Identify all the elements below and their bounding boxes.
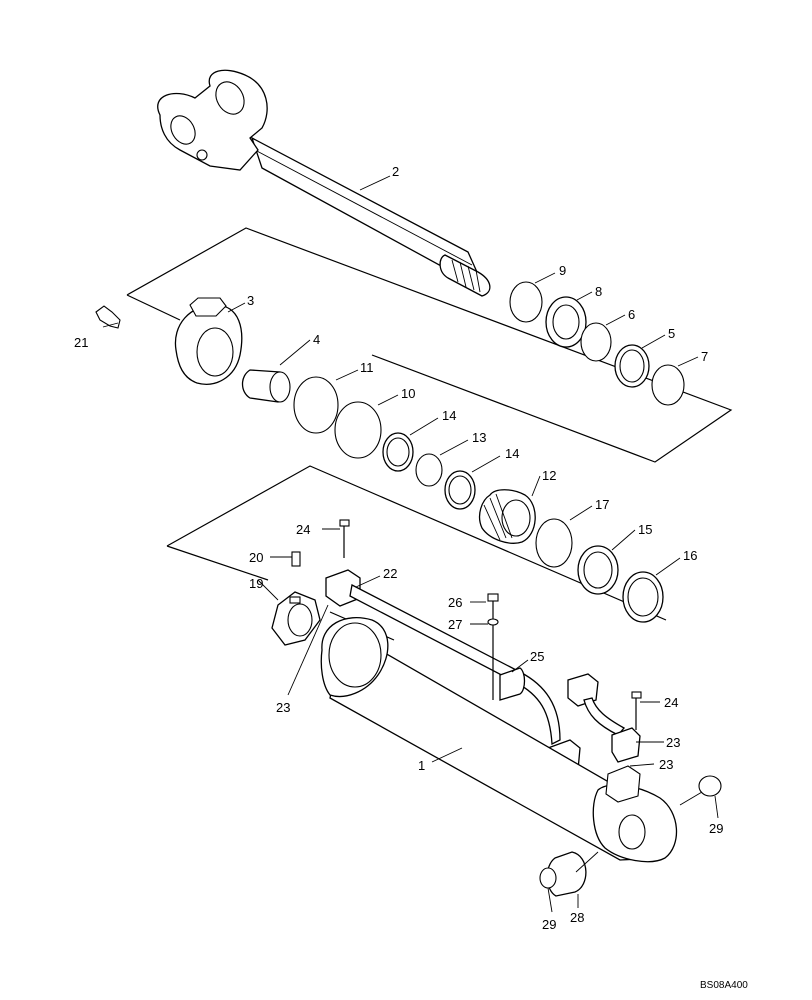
callout-16: 16: [683, 548, 697, 563]
screw-19: [291, 551, 301, 567]
callout-24b: 24: [664, 695, 678, 710]
callout-14b: 14: [505, 446, 519, 461]
ring-15: [577, 545, 619, 595]
bolt-24a: [339, 519, 350, 558]
callout-7: 7: [701, 349, 708, 364]
callout-2: 2: [392, 164, 399, 179]
ring-10: [334, 401, 382, 459]
oring-7: [651, 364, 685, 406]
bolt-26: [487, 593, 499, 700]
ring-11: [293, 376, 339, 434]
callout-27: 27: [448, 617, 462, 632]
ring-5: [614, 344, 650, 388]
oring-6: [580, 322, 612, 362]
snap-ring-29a: [539, 867, 557, 889]
bolt-20: [95, 305, 121, 329]
ring-14b: [444, 470, 476, 510]
upper-kit-outline: [126, 227, 733, 463]
cylinder-tube-1: [320, 616, 678, 863]
callout-1: 1: [418, 758, 425, 773]
callout-19: 20: [249, 550, 263, 565]
callout-12: 12: [542, 468, 556, 483]
oring-9: [509, 281, 543, 323]
oring-13: [415, 453, 443, 487]
callout-15: 15: [638, 522, 652, 537]
oring-17: [535, 518, 573, 568]
ring-16: [622, 571, 664, 623]
callout-3: 3: [247, 293, 254, 308]
piston-12: [478, 489, 536, 544]
callout-18: 19: [249, 576, 263, 591]
washer-27: [487, 618, 499, 626]
callout-29a: 29: [709, 821, 723, 836]
callout-9: 9: [559, 263, 566, 278]
callout-21: 22: [383, 566, 397, 581]
callout-22: 23: [666, 735, 680, 750]
tube-21: [325, 569, 581, 777]
callout-28: 28: [570, 910, 584, 925]
bushing-4: [241, 369, 291, 403]
callout-23a: 23: [276, 700, 290, 715]
callout-14a: 14: [442, 408, 456, 423]
callout-labels: 2 3 21 4 9 8 6 5 7 11 10 14 13 14 12 17 …: [74, 164, 723, 932]
cylinder-head: [174, 297, 243, 385]
callout-23b: 23: [659, 757, 673, 772]
bolt-24b: [631, 691, 642, 730]
callout-29b: 29: [542, 917, 556, 932]
nut-18: [271, 591, 321, 646]
tube-22: [567, 673, 641, 763]
callout-24a: 24: [296, 522, 310, 537]
callout-10: 10: [401, 386, 415, 401]
leader-lines: [102, 175, 719, 913]
callout-4: 4: [313, 332, 320, 347]
drawing-code: BS08A400: [700, 980, 748, 991]
seal-8: [545, 296, 587, 348]
callout-6: 6: [628, 307, 635, 322]
callout-25: 25: [530, 649, 544, 664]
piston-rod: [157, 69, 491, 297]
callout-20: 21: [74, 335, 88, 350]
callout-26: 26: [448, 595, 462, 610]
callout-5: 5: [668, 326, 675, 341]
callout-11: 11: [360, 360, 374, 375]
callout-13: 13: [472, 430, 486, 445]
callout-8: 8: [595, 284, 602, 299]
snap-ring-29b: [698, 775, 722, 797]
callout-17: 17: [595, 497, 609, 512]
ring-14a: [382, 432, 414, 472]
